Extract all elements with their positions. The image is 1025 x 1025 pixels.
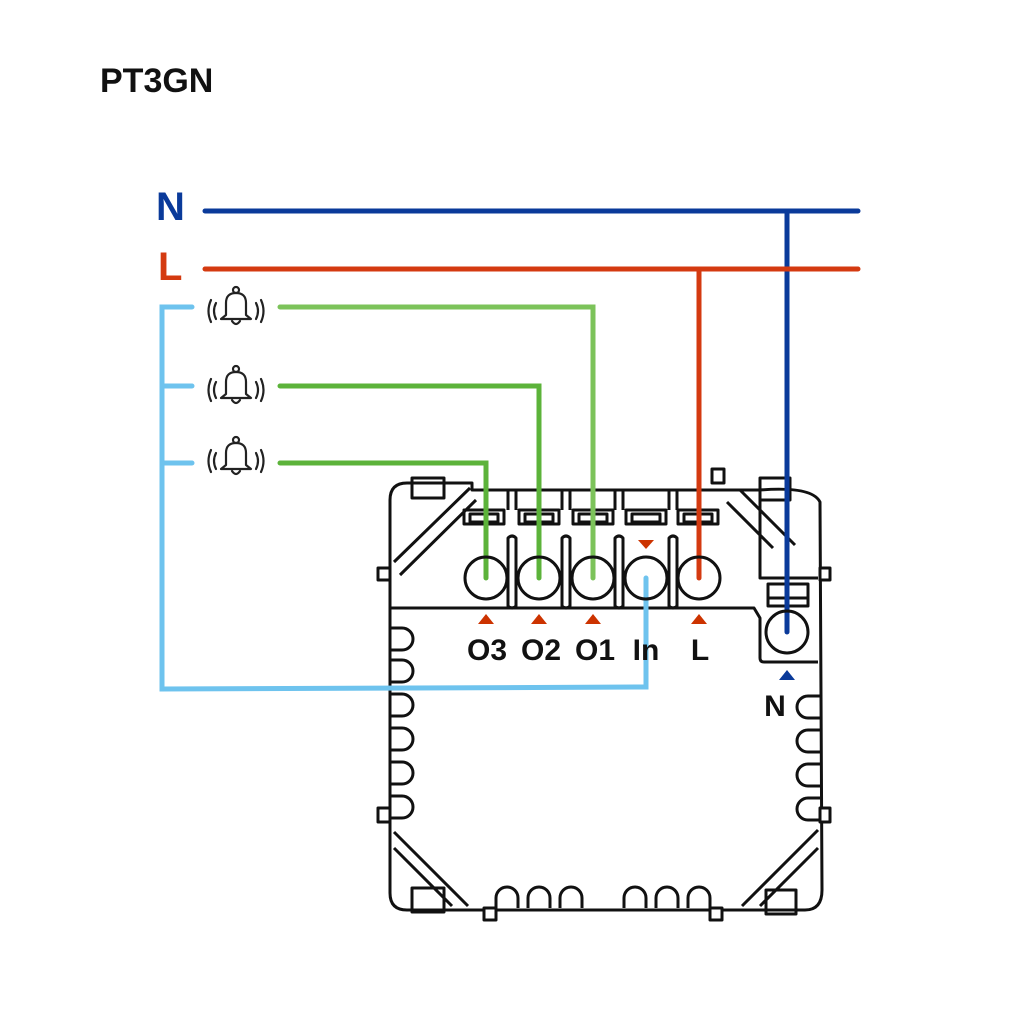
bell-ringing-icon [207, 435, 265, 476]
terminal-label-l: L [691, 634, 709, 667]
wires [159, 208, 861, 692]
right-side-ridges [795, 694, 820, 822]
arrow-up-icon [531, 614, 547, 624]
terminal-screw-o2 [516, 555, 562, 601]
arrow-up-icon [779, 670, 795, 680]
terminal-label-n: N [764, 690, 786, 723]
neutral-line-label: N [156, 185, 185, 229]
bells [207, 285, 265, 476]
diagram-title: PT3GN [100, 62, 213, 100]
output-1-wire [277, 304, 596, 581]
bottom-ridges [494, 885, 712, 908]
terminal-label-o3: O3 [467, 634, 507, 667]
device-body [376, 467, 832, 922]
output-3-wire [277, 460, 489, 581]
terminal-screw-l [676, 555, 722, 601]
terminal-label-in: In [633, 634, 660, 667]
terminal-screw-n [764, 609, 810, 655]
terminal-screw-o3 [463, 555, 509, 601]
terminal-label-o1: O1 [575, 634, 615, 667]
arrow-down-icon [638, 540, 654, 549]
terminal-labels: O3 O2 O1 In L N [467, 634, 786, 723]
terminal-screw-in [623, 555, 669, 601]
live-line-label: L [158, 245, 182, 289]
input-wire [159, 304, 649, 692]
bell-ringing-icon [207, 364, 265, 405]
terminal-label-o2: O2 [521, 634, 561, 667]
output-2-wire [277, 383, 542, 581]
terminal-markers [478, 540, 795, 680]
terminal-screws [463, 555, 810, 655]
left-side-ridges [390, 626, 415, 820]
terminal-screw-o1 [570, 555, 616, 601]
arrow-up-icon [478, 614, 494, 624]
arrow-up-icon [585, 614, 601, 624]
bell-ringing-icon [207, 285, 265, 326]
arrow-up-icon [691, 614, 707, 624]
